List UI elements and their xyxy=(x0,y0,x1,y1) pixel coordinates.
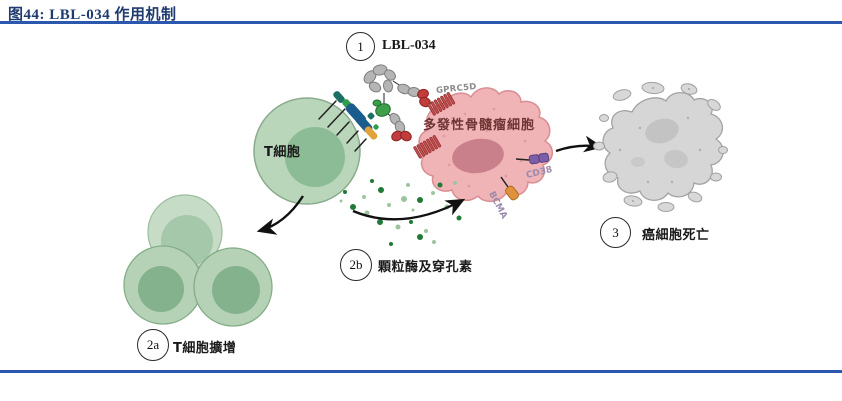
label-lbl-034: LBL-034 xyxy=(382,38,436,53)
cd38-receptor-icon xyxy=(515,152,550,165)
step-2b-badge: 2b xyxy=(340,249,372,281)
step-2b-number: 2b xyxy=(349,257,363,272)
step-3-number: 3 xyxy=(612,224,619,240)
label-granzyme-perforin: 顆粒酶及穿孔素 xyxy=(378,260,473,275)
gprc5d-receptor-icons xyxy=(413,92,456,159)
anti-cd3-domain xyxy=(372,99,391,117)
figure-title: 图44: LBL-034 作用机制 xyxy=(8,7,177,23)
label-t-cell: T細胞 xyxy=(264,145,301,160)
step-3-badge: 3 xyxy=(600,217,631,248)
step-2a-number: 2a xyxy=(146,337,160,352)
step-1-number: 1 xyxy=(357,38,364,54)
antibody-lbl-034 xyxy=(363,64,431,142)
t-cell-cluster xyxy=(123,194,273,327)
label-t-cell-expansion: T細胞擴增 xyxy=(173,341,237,356)
myeloma-cell xyxy=(418,87,553,202)
bcma-receptor-icon xyxy=(500,176,519,201)
dying-cancer-cell xyxy=(593,81,728,212)
label-myeloma-cell: 多發性骨髓瘤細胞 xyxy=(423,118,536,133)
arrow-to-t-cell-expansion xyxy=(256,195,305,235)
arrow-granules-to-myeloma xyxy=(352,198,466,221)
tcr-receptor-icons xyxy=(318,91,379,152)
top-divider xyxy=(0,21,842,24)
myeloma-speckles xyxy=(442,107,536,188)
t-cell xyxy=(253,97,361,205)
apoptotic-bodies xyxy=(593,81,728,212)
step-2a-badge: 2a xyxy=(137,329,169,361)
step-1-badge: 1 xyxy=(346,32,375,61)
label-cancer-cell-death: 癌細胞死亡 xyxy=(642,228,710,243)
bottom-divider xyxy=(0,370,842,373)
